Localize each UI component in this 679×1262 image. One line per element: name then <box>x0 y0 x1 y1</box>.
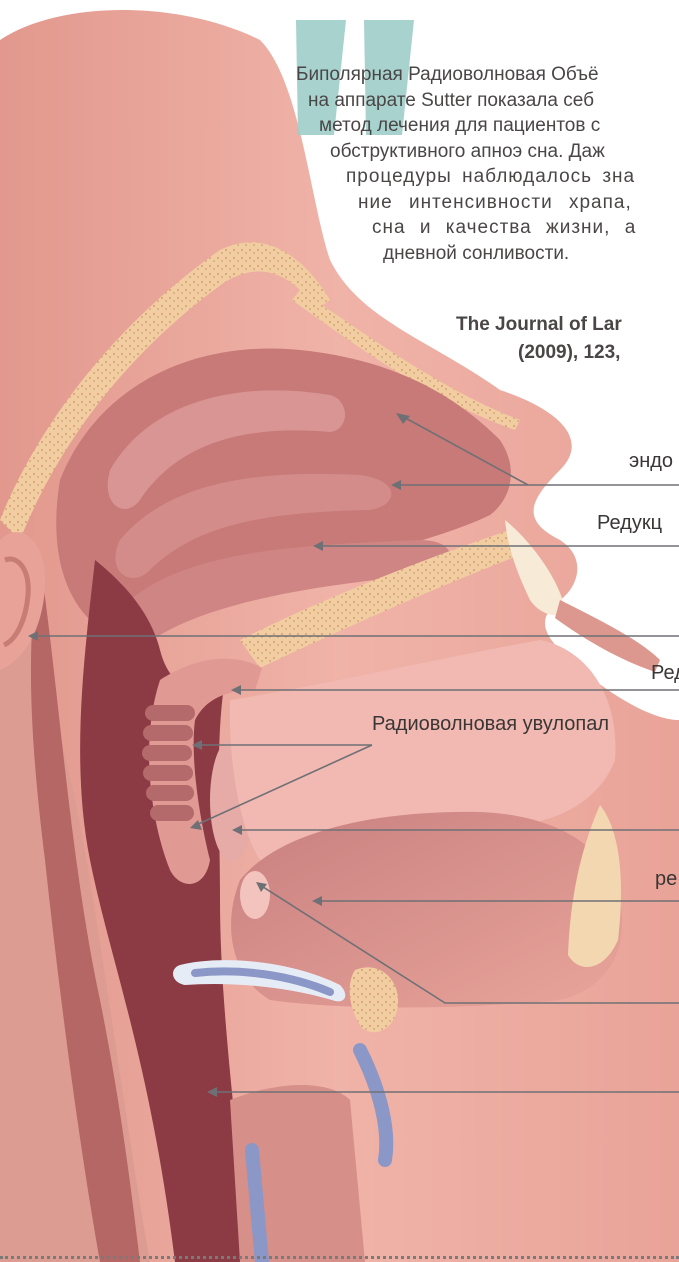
label-reduction: Редукц <box>597 512 662 535</box>
label-red: Ред <box>651 662 679 685</box>
quote-line: Биполярная Радиоволновая Объё <box>250 62 679 88</box>
citation-volume: (2009), 123, <box>518 340 620 366</box>
quote-line: сна и качества жизни, а <box>250 215 679 241</box>
quote-line: обструктивного апноэ сна. Даж <box>250 139 679 165</box>
quote-line: на аппарате Sutter показала себ <box>250 88 679 114</box>
lingual-tonsil <box>240 871 270 919</box>
quote-text: Биполярная Радиоволновая Объё на аппарат… <box>250 62 679 266</box>
esophagus-stripe <box>252 1150 262 1262</box>
quote-line: ние интенсивности храпа, <box>250 190 679 216</box>
label-re: ре <box>655 868 677 891</box>
label-endo: эндо <box>629 450 673 473</box>
dotted-divider <box>0 1256 679 1259</box>
label-uvulopalatoplasty: Радиоволновая увулопал <box>372 713 609 736</box>
quote-line: процедуры наблюдалось зна <box>250 164 679 190</box>
quote-line: метод лечения для пациентов с <box>250 113 679 139</box>
quote-line: дневной сонливости. <box>250 241 679 267</box>
citation-journal: The Journal of Lar <box>456 312 622 338</box>
